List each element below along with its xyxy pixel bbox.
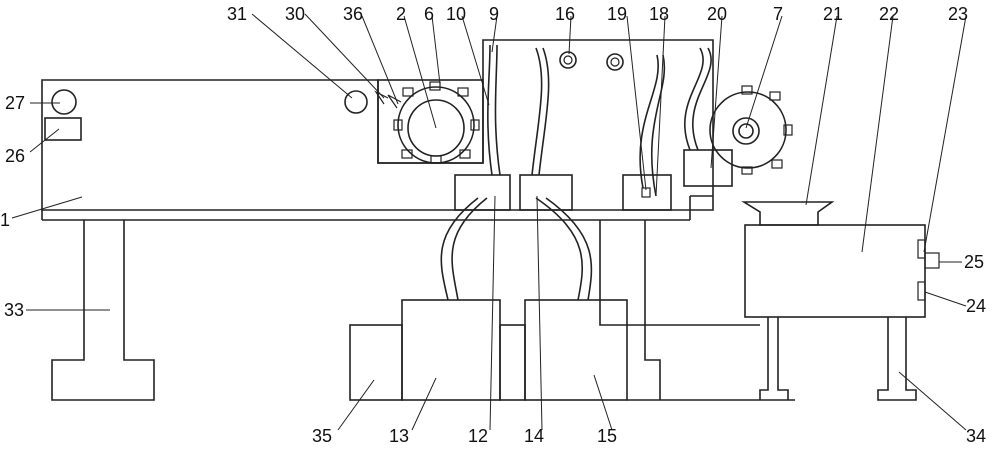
motor-26 xyxy=(44,117,82,141)
pipe-14-upper xyxy=(531,47,543,176)
scraper-30 xyxy=(374,90,389,105)
label-14: 14 xyxy=(524,426,544,446)
label-15: 15 xyxy=(597,426,617,446)
roller-27 xyxy=(51,89,77,115)
gauge-16 xyxy=(559,51,577,69)
label-21: 21 xyxy=(823,4,843,24)
label-30: 30 xyxy=(285,4,305,24)
gauge-secondary xyxy=(606,53,624,71)
gauge-secondary-inner xyxy=(610,57,620,67)
hopper-21 xyxy=(741,201,835,226)
pipe-14-upper-b xyxy=(538,47,550,176)
tank-gap xyxy=(499,324,526,401)
label-36: 36 xyxy=(343,4,363,24)
label-20: 20 xyxy=(707,4,727,24)
label-31: 31 xyxy=(227,4,247,24)
valve-block-14 xyxy=(519,174,573,211)
hose-13-b xyxy=(451,197,488,301)
left-support-leg xyxy=(51,220,155,401)
latch-23 xyxy=(917,239,926,259)
label-9: 9 xyxy=(489,4,499,24)
box-leg-34 xyxy=(877,317,917,401)
scraper-36 xyxy=(387,94,402,109)
label-27: 27 xyxy=(5,93,25,113)
leader-lines xyxy=(11,13,967,431)
pipe-9 xyxy=(487,44,493,176)
valve-block-12 xyxy=(454,174,511,211)
hose-13-a xyxy=(440,197,479,301)
label-22: 22 xyxy=(879,4,899,24)
label-18: 18 xyxy=(649,4,669,24)
latch-24 xyxy=(917,281,926,301)
hose-15-b xyxy=(545,197,593,301)
box-leg-left xyxy=(759,317,789,400)
motor-box-20 xyxy=(683,149,733,187)
roller-31 xyxy=(344,90,368,114)
label-34: 34 xyxy=(966,426,986,446)
pipe-20 xyxy=(684,47,704,151)
drum-left-teeth xyxy=(393,81,480,164)
label-23: 23 xyxy=(948,4,968,24)
pipe-9-b xyxy=(494,44,501,176)
label-6: 6 xyxy=(424,4,434,24)
label-35: 35 xyxy=(312,426,332,446)
pipe-19 xyxy=(639,54,659,189)
hose-15-a xyxy=(535,197,584,301)
label-group: 31 30 36 2 6 10 9 16 19 18 20 7 21 22 23… xyxy=(0,4,986,446)
label-24: 24 xyxy=(966,296,986,316)
tank-15 xyxy=(524,299,628,401)
handle-25 xyxy=(924,252,940,269)
drum-right-outer xyxy=(709,91,787,169)
label-33: 33 xyxy=(4,300,24,320)
label-16: 16 xyxy=(555,4,575,24)
tank-35 xyxy=(349,324,403,401)
label-26: 26 xyxy=(5,146,25,166)
drum-right-ring xyxy=(732,117,760,145)
drum-right-teeth xyxy=(741,85,793,175)
control-box-18 xyxy=(622,174,672,211)
label-12: 12 xyxy=(468,426,488,446)
label-7: 7 xyxy=(773,4,783,24)
label-2: 2 xyxy=(396,4,406,24)
middle-support xyxy=(599,220,661,400)
label-10: 10 xyxy=(446,4,466,24)
label-19: 19 xyxy=(607,4,627,24)
drum-left-outer xyxy=(397,86,475,164)
label-13: 13 xyxy=(389,426,409,446)
label-1: 1 xyxy=(0,210,10,230)
gauge-16-inner xyxy=(563,55,573,65)
tank-13 xyxy=(401,299,501,401)
pipe-20-b xyxy=(692,47,712,151)
pipe-18 xyxy=(650,54,666,197)
label-25: 25 xyxy=(964,252,984,272)
collection-box-22 xyxy=(744,224,926,318)
drum-right-hub xyxy=(738,123,754,139)
